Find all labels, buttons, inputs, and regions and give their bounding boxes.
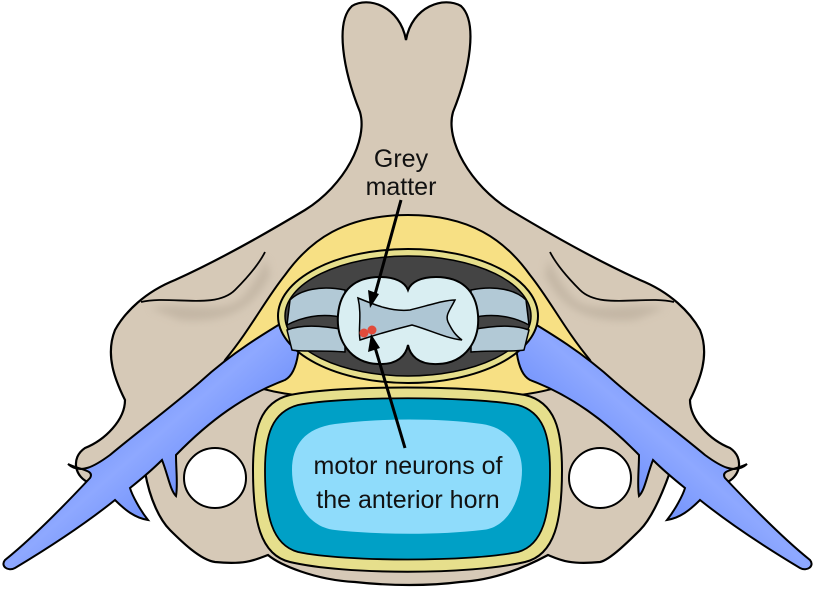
motor-neurons-label-line2: the anterior horn xyxy=(316,486,499,514)
right-nerve-root-lower xyxy=(470,325,530,353)
grey-matter-arrowhead xyxy=(368,290,379,308)
left-spinal-nerve xyxy=(2,310,302,571)
right-foramen xyxy=(568,447,632,509)
left-process-shadow xyxy=(150,258,270,321)
right-spinal-nerve xyxy=(513,310,813,571)
vertebral-body-inner xyxy=(292,419,522,534)
grey-matter-arrow xyxy=(372,199,403,299)
left-nerve-root-lower xyxy=(286,325,346,353)
motor-neurons-arrow xyxy=(372,343,407,449)
motor-neuron xyxy=(367,325,377,335)
grey-matter-label-line2: matter xyxy=(366,173,437,201)
motor-neurons-label-line1: motor neurons of xyxy=(314,452,503,480)
grey-matter xyxy=(356,296,463,341)
left-process-fold xyxy=(140,251,266,303)
motor-neurons-arrowhead xyxy=(368,334,380,352)
motor-neuron xyxy=(359,328,369,338)
grey-matter-label-line1: Grey xyxy=(374,145,429,173)
left-foramen xyxy=(183,447,247,509)
right-process-shadow xyxy=(545,258,665,321)
right-process-fold xyxy=(549,251,675,303)
